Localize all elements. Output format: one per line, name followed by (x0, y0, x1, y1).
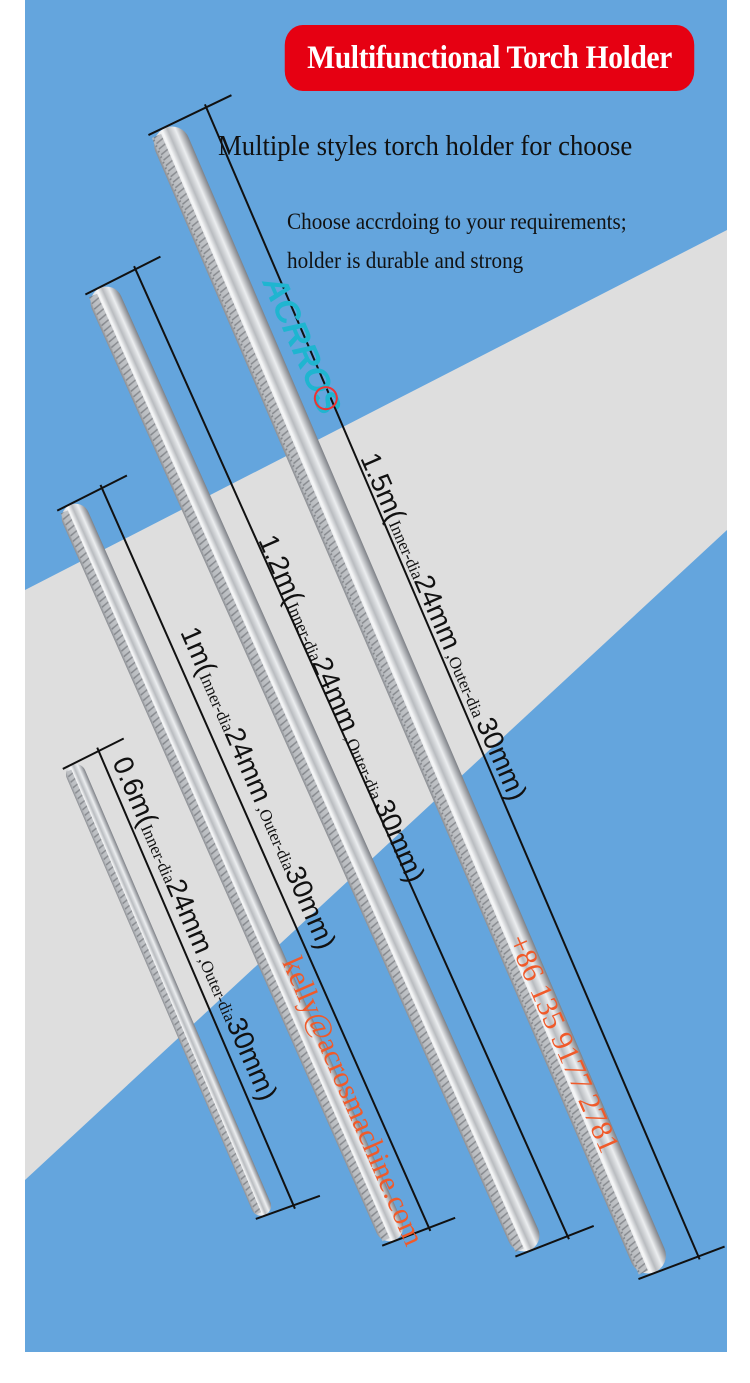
rod-knurl (151, 134, 648, 1275)
rod-0-6m (62, 737, 321, 1220)
rod-knurl (88, 293, 524, 1253)
description-line: holder is durable and strong (287, 248, 524, 273)
description: Choose accrdoing to your requirements; h… (287, 202, 627, 280)
dimension-line (56, 474, 456, 1247)
title-badge: Multifunctional Torch Holder (284, 25, 695, 91)
rod-knurl (60, 510, 390, 1242)
rod-1-2m (84, 255, 595, 1258)
rod-knurl (66, 769, 262, 1215)
background-band (25, 230, 727, 1180)
rod-body (154, 126, 666, 1274)
subtitle: Multiple styles torch holder for choose (218, 130, 633, 162)
rod-1m (56, 474, 456, 1247)
description-line: Choose accrdoing to your requirements; (287, 209, 627, 234)
dimension-line (62, 737, 321, 1220)
rod-body (90, 286, 540, 1252)
rod-1-5m (148, 94, 725, 1281)
dimension-line (84, 255, 595, 1258)
rod-body (61, 503, 404, 1242)
dimension-line (148, 94, 725, 1281)
